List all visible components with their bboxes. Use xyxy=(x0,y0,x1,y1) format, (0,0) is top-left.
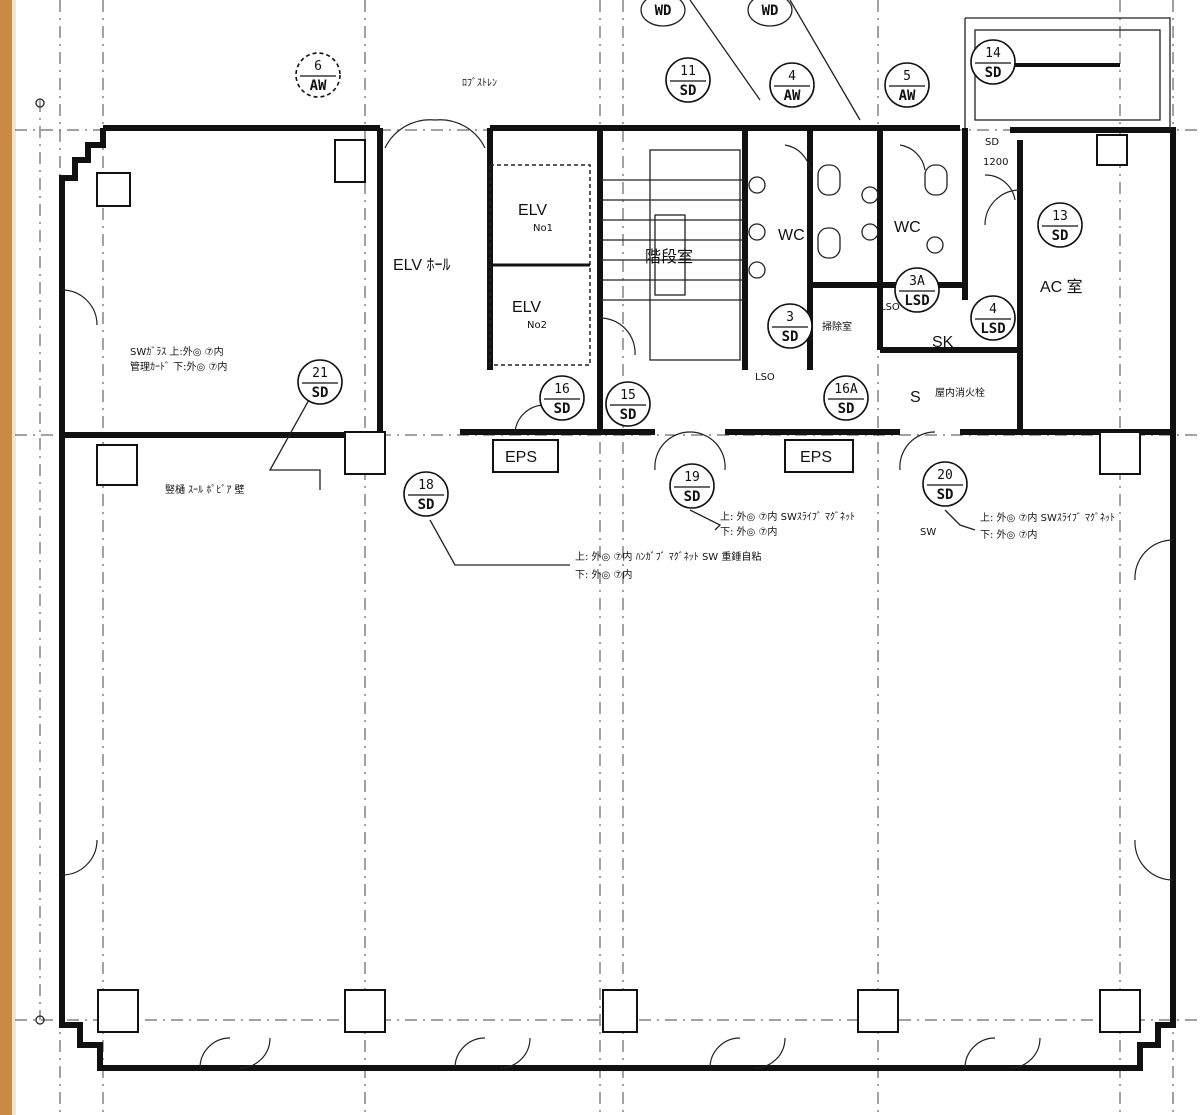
mid-left-note: 竪樋 ｽｰﾙ ﾎﾟﾋﾟｱ 壁 xyxy=(165,483,245,496)
door-tag-3: 3SD xyxy=(767,303,813,349)
svg-text:WD: WD xyxy=(655,3,672,19)
lso-label: LSO xyxy=(755,372,775,383)
door-tag-type: SD xyxy=(418,497,435,513)
door-tag-number: 16A xyxy=(834,382,858,397)
wc-fixtures xyxy=(748,164,948,279)
door-tag-type: SD xyxy=(312,385,329,401)
svg-text:WD: WD xyxy=(762,3,779,19)
far-right-note-2: 下: 外◎ ⑦内 xyxy=(980,528,1037,541)
door-tag-type: AW xyxy=(899,88,916,104)
eps2-label: EPS xyxy=(800,449,832,466)
sd-1200-note: 1200 xyxy=(983,157,1008,168)
center-note-1: 上: 外◎ ⑦内 ﾊﾝｶﾞﾌﾞ ﾏｸﾞﾈｯﾄ SW 重錘自粘 xyxy=(575,550,761,563)
door-tag-number: 3A xyxy=(909,274,925,289)
elv1-no-label: No1 xyxy=(533,223,553,234)
door-tag-type: SD xyxy=(838,401,855,417)
notes: ﾛﾌﾞｽﾄﾚﾝ SD 1200 SWｶﾞﾗｽ 上:外◎ ⑦内 管理ｶｰﾄﾞ 下:… xyxy=(130,77,1115,581)
door-tag-number: 6 xyxy=(314,59,322,74)
right-note-3: SW xyxy=(920,527,936,538)
right-note-2: 下: 外◎ ⑦内 xyxy=(720,525,777,538)
door-tag-6: 6AW xyxy=(295,52,341,98)
door-tag-number: 18 xyxy=(418,478,434,493)
door-tag-number: 16 xyxy=(554,382,570,397)
door-tag-5: 5AW xyxy=(884,62,930,108)
door-tag-number: 15 xyxy=(620,388,636,403)
door-tag-type: SD xyxy=(680,83,697,99)
door-tag-number: 4 xyxy=(788,69,796,84)
elv-hall-label: ELV ﾎｰﾙ xyxy=(393,257,451,274)
scan-edge xyxy=(0,0,12,1115)
door-tag-type: AW xyxy=(784,88,801,104)
ac-room-label: AC 室 xyxy=(1040,278,1083,296)
door-tag-16a: 16A SD xyxy=(823,375,869,421)
outer-walls xyxy=(59,17,1176,1071)
scan-edge-highlight xyxy=(12,0,16,1115)
elv2-label: ELV xyxy=(512,299,541,316)
room-labels: ELV ﾎｰﾙ ELV No1 ELV No2 階段室 WC WC AC 室 E… xyxy=(393,202,1083,466)
door-tag-number: 14 xyxy=(985,46,1001,61)
door-tag-type: LSD xyxy=(980,321,1005,337)
door-tag-type: LSD xyxy=(904,293,929,309)
hydrant-label: 屋内消火栓 xyxy=(935,386,985,399)
wd-tag: WD xyxy=(640,0,686,27)
wc-lso-note: LSO xyxy=(880,302,900,313)
left-note-1: SWｶﾞﾗｽ 上:外◎ ⑦内 xyxy=(130,345,224,358)
eps1-label: EPS xyxy=(505,449,537,466)
tags: WD WD 6AW11SD4AW5AW14SD13SD3ALSD4LSD3SD1… xyxy=(295,0,1083,517)
door-tag-number: 19 xyxy=(684,470,700,485)
s-label: S xyxy=(910,389,921,406)
far-right-note-1: 上: 外◎ ⑦内 SWｽﾗｲﾌﾞ ﾏｸﾞﾈｯﾄ xyxy=(980,511,1115,524)
door-tag-number: 21 xyxy=(312,366,328,381)
columns xyxy=(96,134,1141,1033)
door-tag-type: SD xyxy=(554,401,571,417)
door-tag-number: 11 xyxy=(680,64,696,79)
door-tag-type: SD xyxy=(782,329,799,345)
sd-note: SD xyxy=(985,137,999,148)
stair-label: 階段室 xyxy=(645,248,693,266)
top-note: ﾛﾌﾞｽﾄﾚﾝ xyxy=(462,77,497,89)
door-tag-3a: 3A LSD xyxy=(894,267,940,313)
door-tag-type: SD xyxy=(1052,228,1069,244)
sk-label: SK xyxy=(932,334,954,351)
cleaning-label: 掃除室 xyxy=(822,320,852,333)
door-tag-number: 5 xyxy=(903,69,911,84)
door-tag-type: SD xyxy=(620,407,637,423)
right-note-1: 上: 外◎ ⑦内 SWｽﾗｲﾌﾞ ﾏｸﾞﾈｯﾄ xyxy=(720,510,855,523)
elv2-no-label: No2 xyxy=(527,320,547,331)
wc1-label: WC xyxy=(778,227,805,244)
wc2-label: WC xyxy=(894,219,921,236)
door-tag-type: AW xyxy=(310,78,327,94)
door-tag-number: 20 xyxy=(937,468,953,483)
left-note-2: 管理ｶｰﾄﾞ 下:外◎ ⑦内 xyxy=(130,360,227,373)
door-tag-type: SD xyxy=(937,487,954,503)
door-tag-type: SD xyxy=(985,65,1002,81)
doors xyxy=(61,119,1174,1069)
door-tag-4: 4AW xyxy=(769,62,815,108)
door-tag-type: SD xyxy=(684,489,701,505)
center-note-2: 下: 外◎ ⑦内 xyxy=(575,568,632,581)
door-tag-number: 4 xyxy=(989,302,997,317)
door-tag-number: 13 xyxy=(1052,209,1068,224)
elv1-label: ELV xyxy=(518,202,547,219)
leader-lines xyxy=(268,0,976,566)
door-tag-number: 3 xyxy=(786,310,794,325)
wd-tag: WD xyxy=(747,0,793,27)
